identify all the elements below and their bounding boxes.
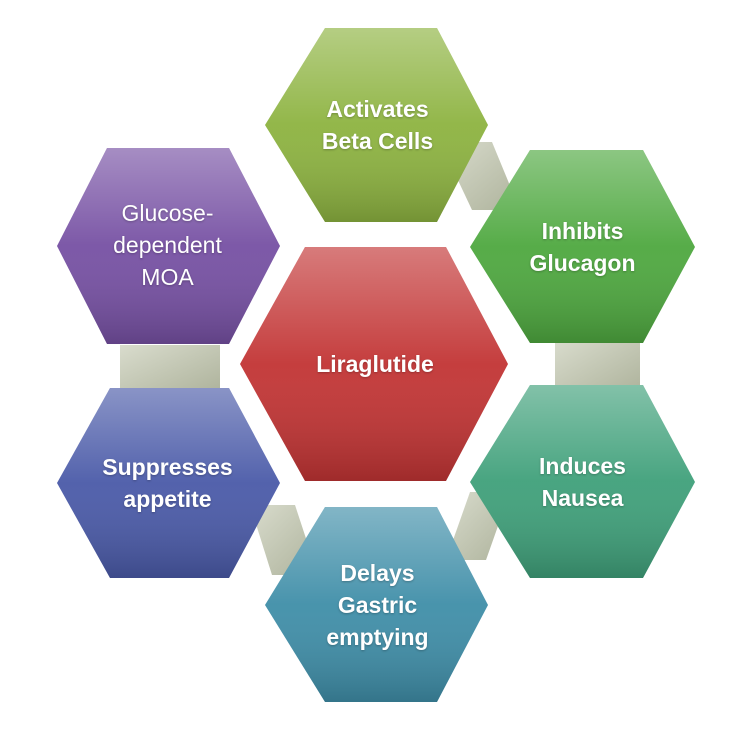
hex-center [240, 247, 508, 481]
hex-bottom [265, 507, 488, 702]
hex-bottom-label: Delays Gastric emptying [326, 560, 429, 650]
connector-upper-right-to-lower-right [555, 340, 640, 392]
hex-top-shine [265, 28, 488, 222]
hex-lower-right-label: Induces Nausea [539, 453, 626, 511]
hex-upper-left-label: Glucose- dependent MOA [113, 200, 222, 290]
hex-upper-right-label: Inhibits Glucagon [529, 218, 636, 276]
connector-lower-left-to-upper-left [120, 345, 220, 392]
hex-lower-left [57, 388, 280, 578]
hex-center-shine [240, 247, 508, 481]
hex-top-label: Activates Beta Cells [321, 96, 434, 154]
hex-upper-left [57, 148, 280, 344]
hex-lower-right-shine [470, 385, 695, 578]
hex-upper-left-shine [57, 148, 280, 344]
hex-bottom-shine [265, 507, 488, 702]
hex-lower-left-shine [57, 388, 280, 578]
hex-lower-left-label: Suppresses appetite [102, 454, 233, 512]
hex-upper-right-shine [470, 150, 695, 343]
hex-top [265, 28, 488, 222]
hex-lower-right [470, 385, 695, 578]
hex-center-label: Liraglutide [316, 351, 434, 377]
hex-upper-right [470, 150, 695, 343]
